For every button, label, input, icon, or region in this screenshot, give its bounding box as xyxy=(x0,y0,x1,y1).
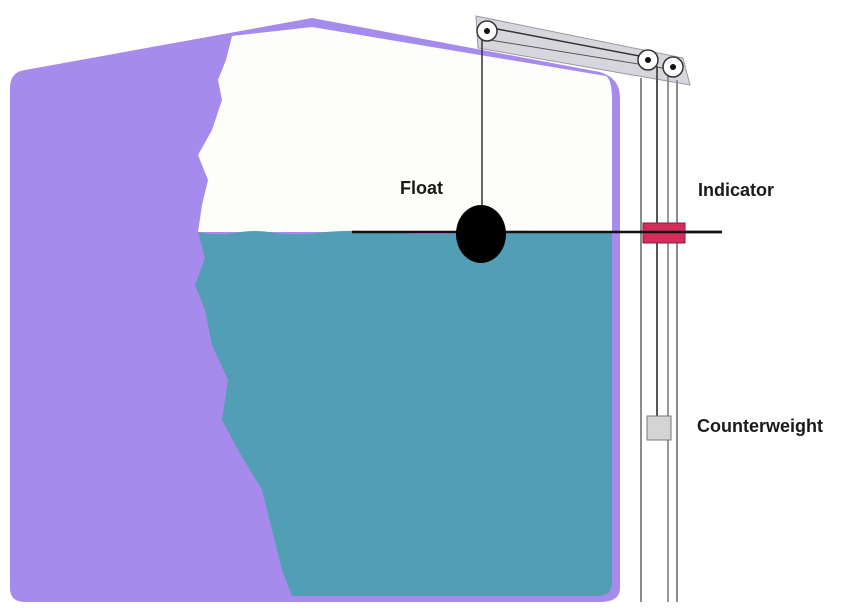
indicator-label: Indicator xyxy=(698,180,774,200)
float-label: Float xyxy=(400,178,443,198)
pulley-bracket xyxy=(475,15,691,86)
counterweight-label: Counterweight xyxy=(697,416,823,436)
pulley-top-right-icon xyxy=(662,56,684,78)
liquid xyxy=(195,230,612,596)
pulley-top-left-icon xyxy=(476,20,498,42)
tank-headspace xyxy=(198,27,612,232)
pulley-top-middle-icon xyxy=(637,49,659,71)
counterweight-block xyxy=(646,415,672,441)
float-icon xyxy=(456,205,506,263)
cable-top-span xyxy=(491,27,651,59)
